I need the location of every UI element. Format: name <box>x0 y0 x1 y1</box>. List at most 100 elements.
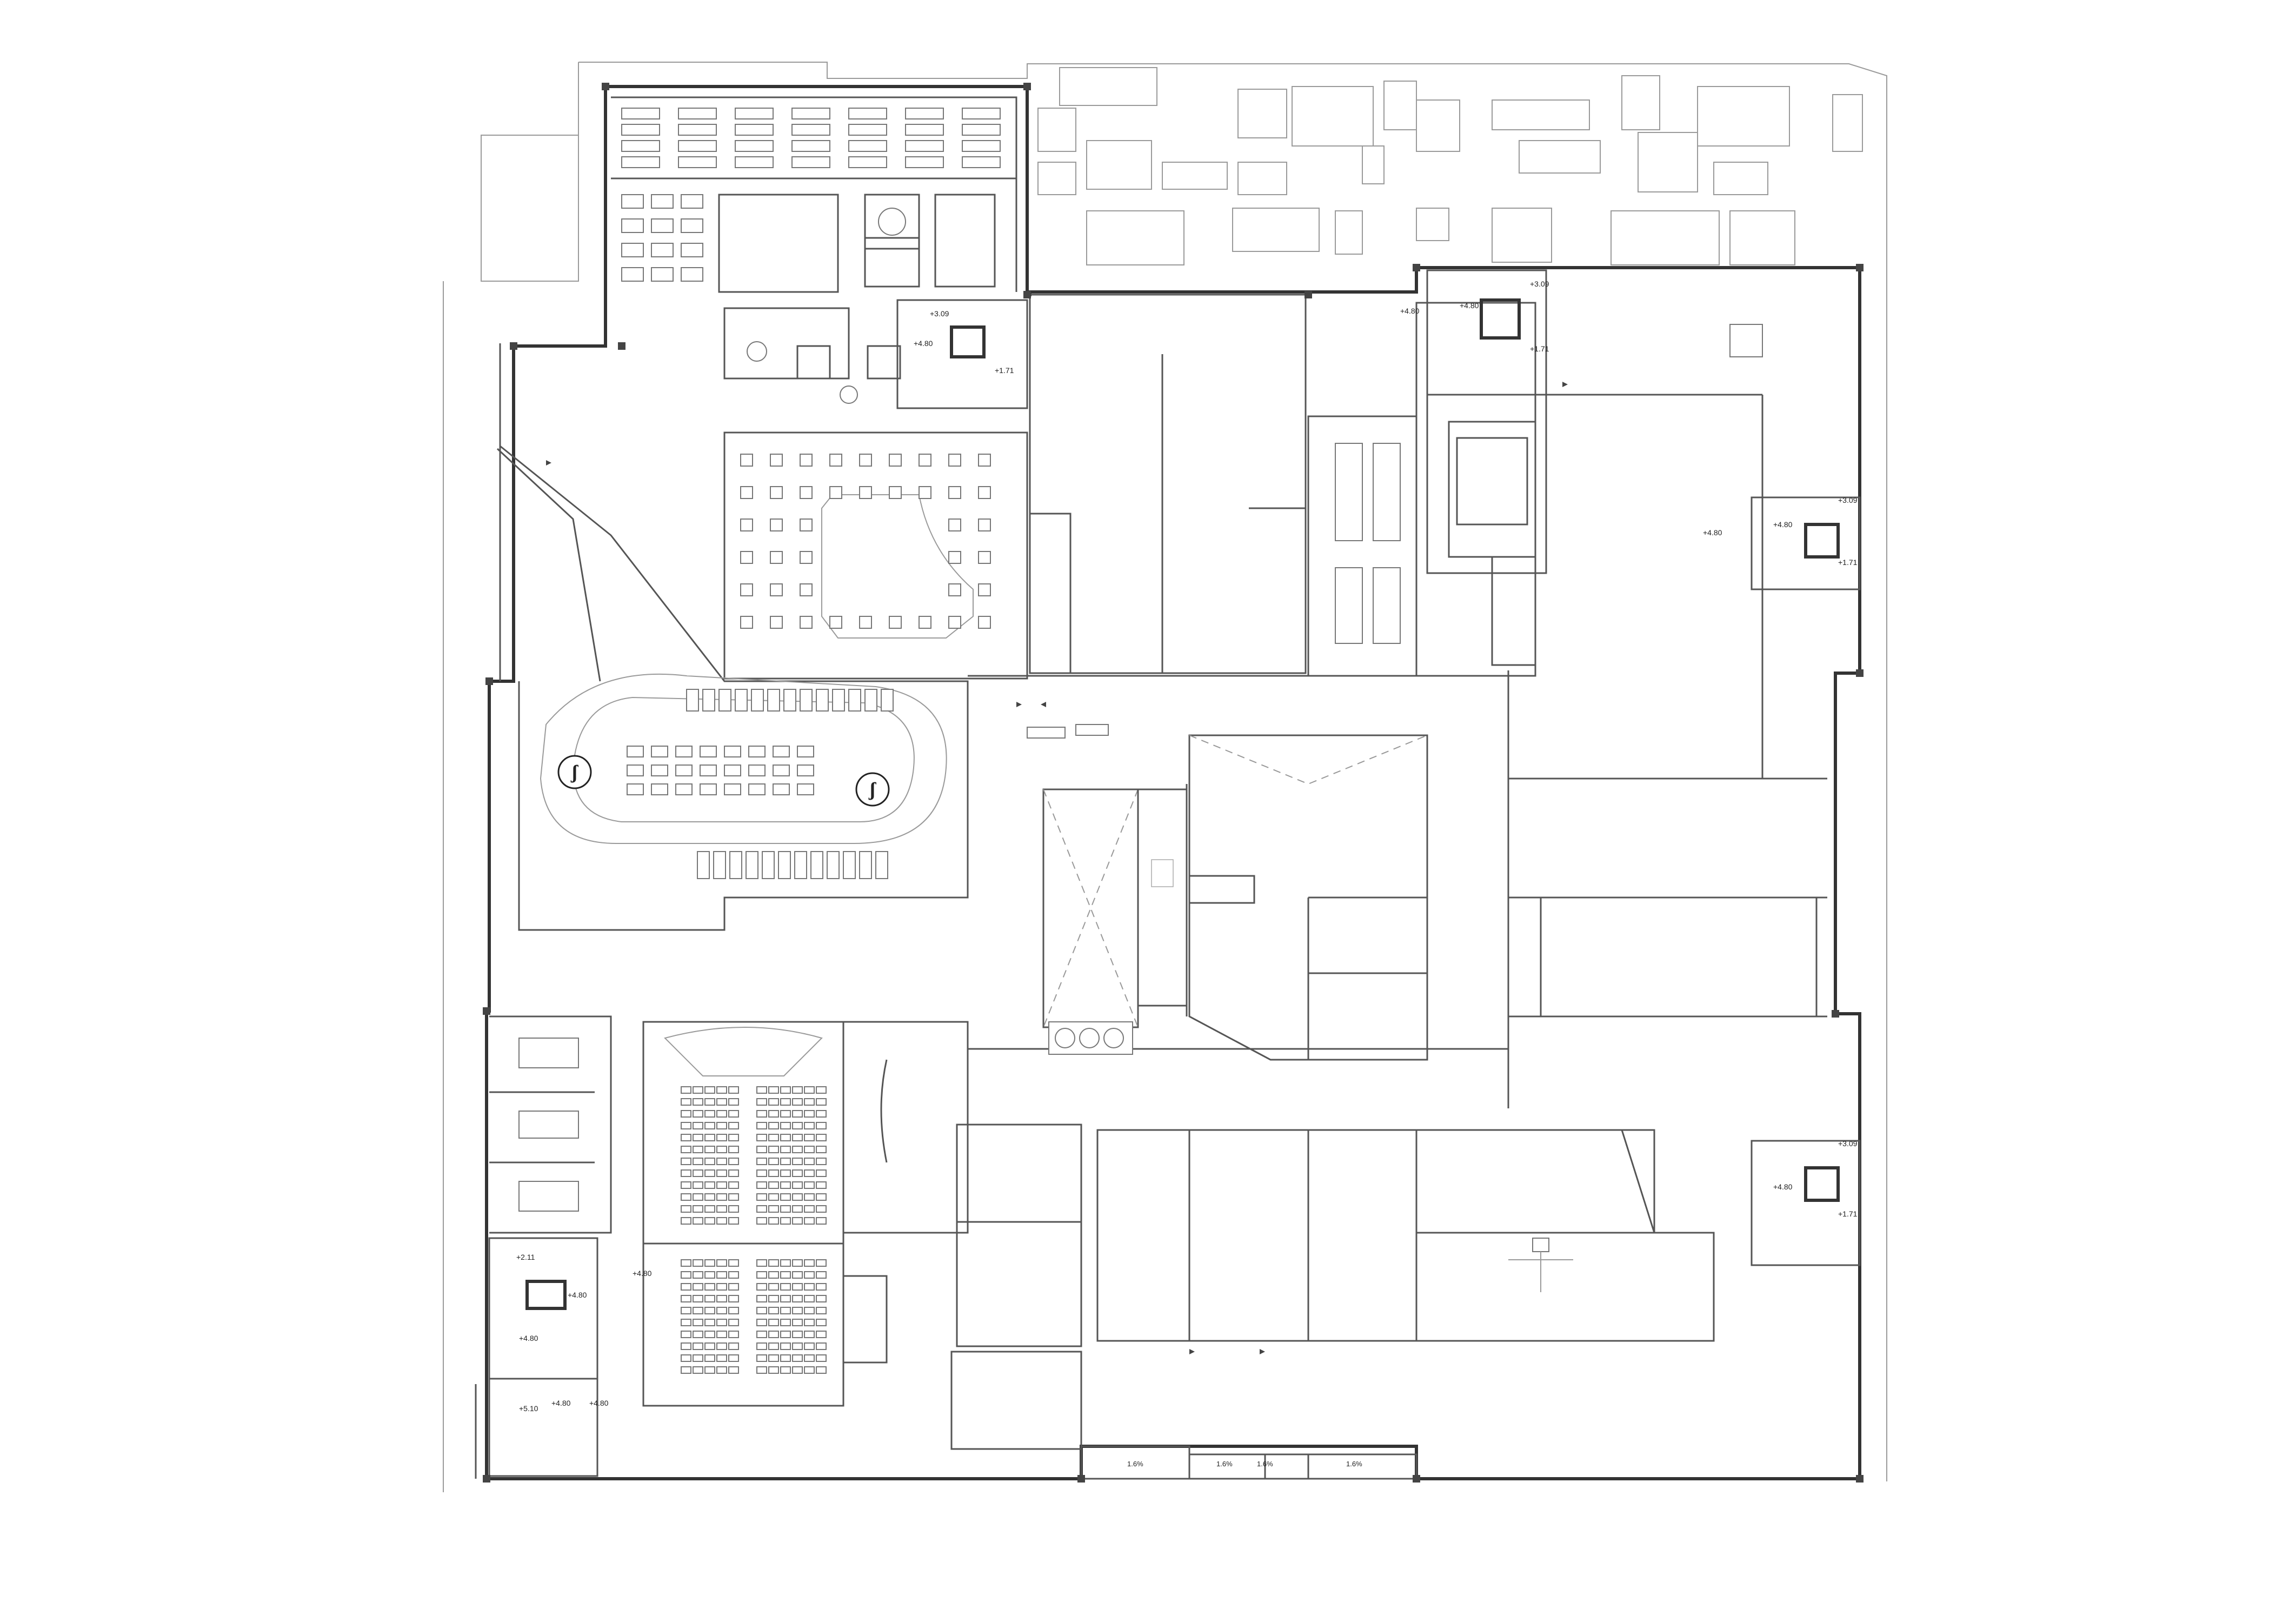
cinema-seat <box>716 1193 727 1201</box>
table <box>770 518 783 531</box>
cinema-hall <box>642 1021 844 1407</box>
desk <box>848 140 887 152</box>
cinema-seat <box>681 1098 691 1106</box>
market-stall <box>832 689 845 712</box>
cinema-seat <box>780 1331 791 1338</box>
cinema-seat <box>681 1271 691 1279</box>
cinema-seat <box>716 1098 727 1106</box>
cinema-seat <box>792 1193 803 1201</box>
cinema-seat <box>792 1259 803 1267</box>
cinema-seat <box>693 1169 703 1177</box>
cinema-seat <box>693 1331 703 1338</box>
cinema-seat <box>728 1134 739 1141</box>
cinema-seat <box>728 1146 739 1153</box>
cinema-seat <box>804 1110 815 1118</box>
cinema-seat <box>792 1283 803 1291</box>
table <box>748 765 766 776</box>
level-label: +5.10 <box>519 1404 538 1413</box>
level-label: +4.80 <box>519 1334 538 1342</box>
cinema-seat <box>780 1158 791 1165</box>
cinema-seat <box>728 1319 739 1326</box>
table <box>948 486 961 499</box>
level-label: +3.09 <box>930 309 949 318</box>
cinema-seat <box>792 1307 803 1314</box>
cinema-seat <box>681 1295 691 1302</box>
market-stall <box>697 851 710 879</box>
north-core <box>723 299 1028 409</box>
cinema-seat <box>693 1283 703 1291</box>
central-atrium <box>968 675 1509 1061</box>
cinema-seat <box>704 1169 715 1177</box>
cinema-seat <box>792 1122 803 1129</box>
desk <box>621 140 660 152</box>
column <box>1856 669 1864 677</box>
cinema-seat <box>693 1354 703 1362</box>
cinema-seat <box>756 1110 767 1118</box>
cinema-seat <box>780 1086 791 1094</box>
cinema-seat <box>728 1307 739 1314</box>
cinema-seat <box>716 1134 727 1141</box>
level-label: +3.09 <box>1838 1139 1858 1148</box>
cinema-seat <box>816 1098 827 1106</box>
cinema-seat <box>816 1271 827 1279</box>
cinema-seat <box>816 1366 827 1374</box>
cinema-seat <box>704 1217 715 1225</box>
cinema-seat <box>780 1146 791 1153</box>
office-wing <box>611 96 1017 293</box>
cinema-seat <box>728 1342 739 1350</box>
cinema-seat <box>756 1331 767 1338</box>
ramp-slope-label: 1.6% <box>1216 1460 1233 1468</box>
cinema-seat <box>804 1146 815 1153</box>
table <box>919 454 931 467</box>
cinema-seat <box>704 1366 715 1374</box>
cinema-seat <box>681 1331 691 1338</box>
level-label: +3.09 <box>1838 496 1858 504</box>
south-cafe <box>842 1021 1082 1450</box>
cinema-seat <box>792 1319 803 1326</box>
cinema-seat <box>804 1366 815 1374</box>
table <box>627 746 644 757</box>
cinema-seat <box>780 1354 791 1362</box>
table <box>978 454 991 467</box>
table <box>770 486 783 499</box>
cinema-seat <box>716 1110 727 1118</box>
cinema-seat <box>816 1217 827 1225</box>
cinema-seat <box>804 1295 815 1302</box>
cinema-seat <box>728 1086 739 1094</box>
cinema-seat <box>704 1259 715 1267</box>
cinema-seat <box>756 1307 767 1314</box>
cinema-seat <box>768 1158 779 1165</box>
table <box>948 551 961 564</box>
market-stall <box>800 689 813 712</box>
cinema-seat <box>804 1158 815 1165</box>
cinema-seat <box>756 1146 767 1153</box>
cinema-seat <box>716 1307 727 1314</box>
cinema-seat <box>716 1342 727 1350</box>
cinema-seat <box>693 1342 703 1350</box>
desk <box>621 108 660 119</box>
table <box>770 583 783 596</box>
cinema-seat <box>792 1366 803 1374</box>
table <box>797 765 814 776</box>
retail-north <box>1029 294 1536 677</box>
seat-grid <box>740 454 991 629</box>
cinema-seat <box>693 1205 703 1213</box>
table <box>748 783 766 795</box>
cinema-seat <box>681 1181 691 1189</box>
cinema-seat <box>693 1158 703 1165</box>
cinema-seat <box>681 1146 691 1153</box>
cinema-seat <box>792 1134 803 1141</box>
cinema-seat <box>728 1354 739 1362</box>
cinema-seat <box>756 1259 767 1267</box>
table <box>740 454 753 467</box>
table <box>978 583 991 596</box>
column <box>510 342 517 350</box>
market-stall <box>864 689 877 712</box>
column <box>1023 291 1031 298</box>
table <box>700 765 717 776</box>
table <box>800 454 813 467</box>
cinema-seat <box>728 1205 739 1213</box>
ramp-labels: 1.6% 1.6% 1.6% 1.6% <box>1127 1460 1362 1468</box>
cinema-seat <box>704 1098 715 1106</box>
cinema-seat <box>704 1110 715 1118</box>
